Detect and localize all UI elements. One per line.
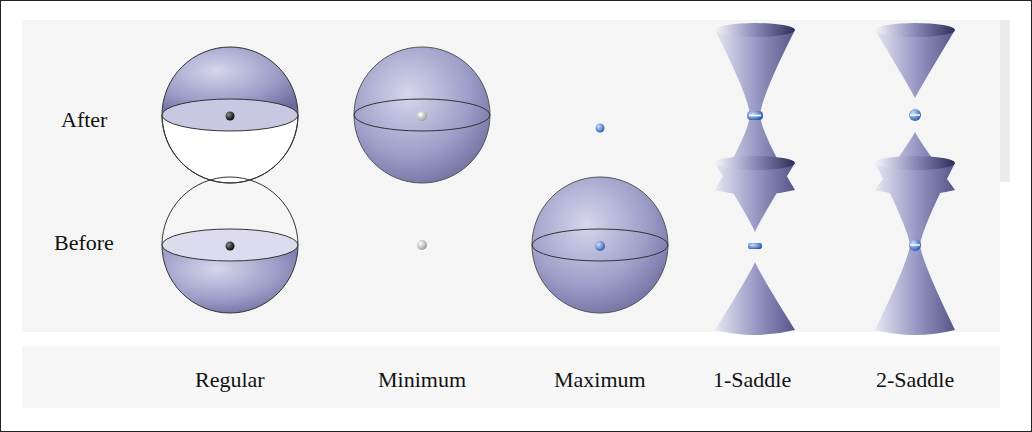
column-label: Maximum [554, 368, 646, 392]
column-label: 2-Saddle [876, 368, 954, 392]
row-label: After [61, 108, 107, 132]
column-label: Minimum [378, 368, 466, 392]
row-label: Before [54, 231, 114, 255]
column-label: Regular [195, 368, 265, 392]
column-label: 1-Saddle [713, 368, 791, 392]
